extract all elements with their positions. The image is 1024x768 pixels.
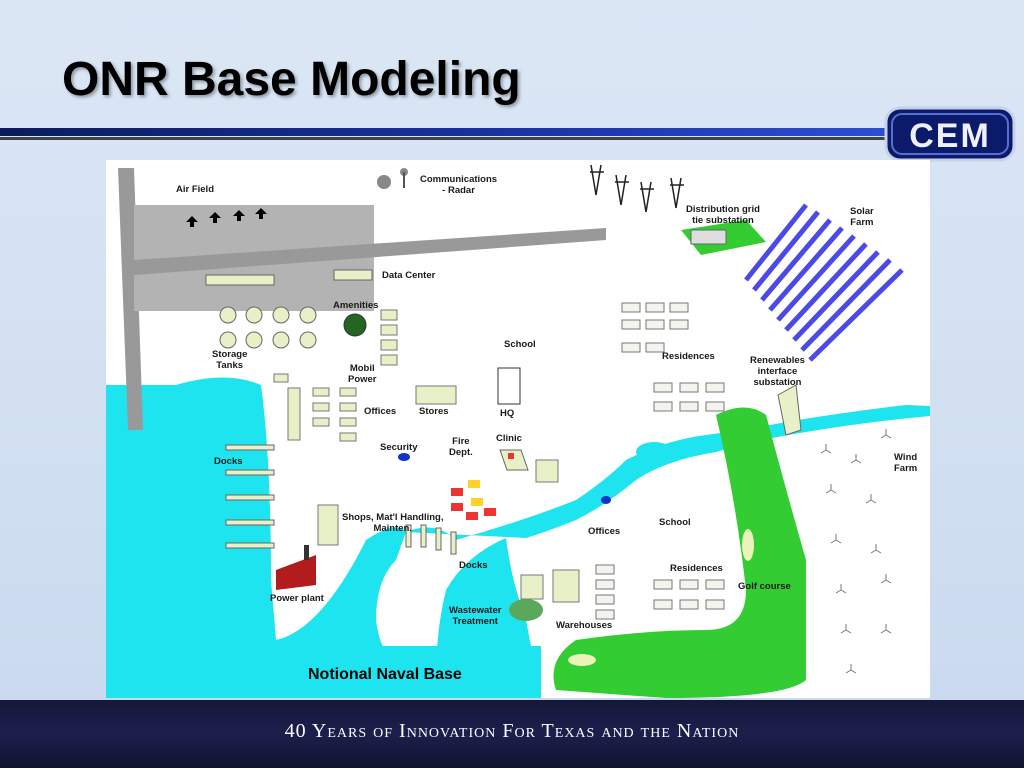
- title-underline-shadow: [0, 137, 890, 140]
- base-map-drawing: [106, 164, 930, 698]
- amenities-stadium: [343, 313, 367, 337]
- label-fire: Fire Dept.: [449, 436, 473, 458]
- label-storage: Storage Tanks: [212, 349, 248, 371]
- radar-dish: [377, 175, 391, 189]
- label-residences-north: Residences: [662, 351, 715, 362]
- label-solar: Solar Farm: [850, 206, 874, 228]
- map-caption: Notional Naval Base: [308, 666, 462, 683]
- wind-turbines: [820, 429, 892, 674]
- label-docks-south: Docks: [459, 560, 488, 571]
- storage-tanks: [219, 306, 317, 349]
- label-shops: Shops, Mat'l Handling, Mainten.: [342, 512, 444, 534]
- label-distribution: Distribution grid tie substation: [686, 204, 760, 226]
- label-clinic: Clinic: [496, 433, 522, 444]
- docks-south: [405, 524, 457, 555]
- hq-building: [497, 367, 521, 405]
- clinic-building: [499, 449, 529, 471]
- label-stores: Stores: [419, 406, 449, 417]
- label-residences-south: Residences: [670, 563, 723, 574]
- security-vehicle: [398, 453, 410, 461]
- label-golf: Golf course: [738, 581, 791, 592]
- label-offices-east: Offices: [588, 526, 621, 537]
- label-school-north: School: [504, 339, 536, 350]
- label-renewables: Renewables interface substation: [750, 355, 805, 388]
- footer-band: [0, 700, 1024, 768]
- label-wind: Wind Farm: [894, 452, 918, 474]
- label-security: Security: [380, 442, 418, 453]
- wastewater-pond: [509, 599, 543, 621]
- label-amenities: Amenities: [333, 300, 379, 311]
- label-school-south: School: [659, 517, 691, 528]
- footer-tagline: 40 Years of Innovation For Texas and the…: [284, 720, 740, 742]
- runway-vertical: [118, 168, 143, 430]
- cem-logo: CEM: [884, 104, 1016, 164]
- logo-text: CEM: [909, 117, 991, 155]
- runway-diagonal: [134, 228, 606, 275]
- solar-farm: [744, 203, 904, 362]
- slide-title: ONR Base Modeling: [62, 53, 521, 106]
- pond-water: [636, 442, 672, 462]
- label-offices-west: Offices: [364, 406, 397, 417]
- power-plant: [276, 555, 316, 590]
- transmission-towers: [590, 164, 684, 213]
- label-data-center: Data Center: [382, 270, 436, 281]
- label-warehouses: Warehouses: [556, 620, 613, 631]
- title-underline-bar: [0, 128, 910, 136]
- residences: [595, 302, 725, 620]
- label-mobil-power: Mobil Power: [348, 363, 377, 385]
- buildings: [273, 309, 580, 603]
- renewables-substation: [777, 384, 802, 436]
- docks-west: [225, 444, 275, 549]
- aircraft: [186, 208, 267, 227]
- golf-course: [553, 407, 806, 698]
- river-water: [406, 405, 930, 540]
- label-power-plant: Power plant: [270, 593, 324, 604]
- fire-dept-buildings: [451, 480, 496, 520]
- bay-water: [106, 377, 436, 698]
- data-center-building: [205, 274, 275, 286]
- label-docks-west: Docks: [214, 456, 243, 467]
- label-communications: Communications - Radar: [420, 174, 498, 196]
- label-air-field: Air Field: [176, 184, 215, 195]
- label-hq: HQ: [500, 408, 515, 419]
- base-map: Air Field Communications - Radar Distrib…: [106, 160, 930, 698]
- label-wastewater: Wastewater Treatment: [449, 605, 502, 627]
